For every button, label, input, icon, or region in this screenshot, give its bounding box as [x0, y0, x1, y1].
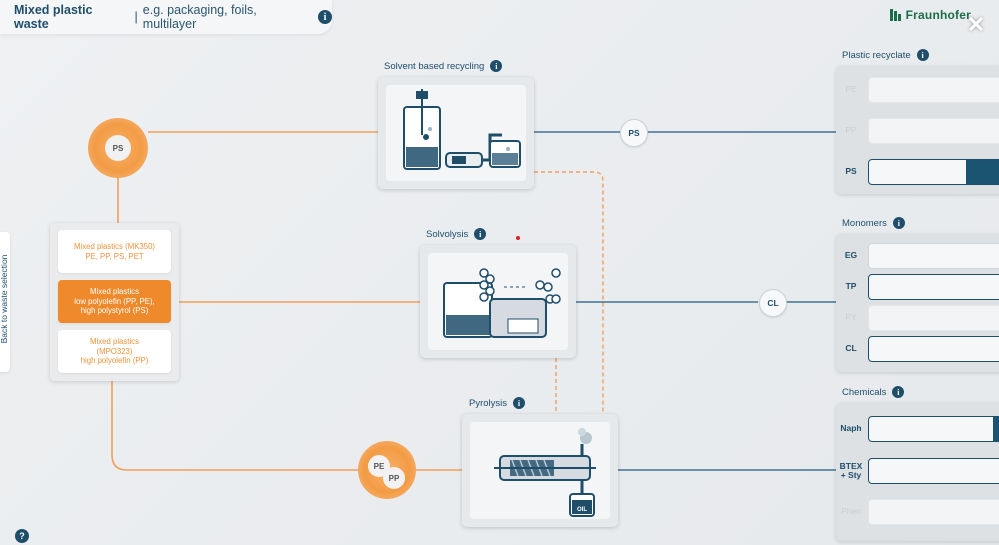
solvent-info-icon[interactable]: i [490, 60, 503, 72]
solvent-recycling-title: Solvent based recycling [384, 60, 485, 72]
chemicals-label: Chemicals i [842, 386, 905, 398]
row-label: Phen [841, 506, 861, 517]
ps-bubble-label: PS [105, 135, 131, 161]
page-subtitle: e.g. packaging, foils, multilayer [142, 3, 257, 31]
monomers-row-cl: CL [836, 333, 999, 365]
waste-selection-panel: Mixed plastics (MK350) PE, PP, PS, PET M… [50, 223, 179, 381]
row-label: PS [845, 166, 857, 177]
pyrolysis-illustration: OIL [470, 422, 610, 519]
plastic-recyclate-info-icon[interactable]: i [916, 49, 929, 61]
cl-output-node: CL [759, 289, 787, 317]
monomers-title: Monomers [842, 217, 887, 229]
plastic-recyclate-label: Plastic recyclate i [842, 49, 929, 61]
row-label: PP [845, 125, 857, 136]
waste-option-mk350[interactable]: Mixed plastics (MK350) PE, PP, PS, PET [58, 230, 171, 273]
output-bar [868, 274, 999, 300]
flow-line-panel-to-pepp [111, 381, 358, 471]
chemicals-panel: Naph BTEX + Sty Phen [836, 403, 999, 541]
solvolysis-title: Solvolysis [426, 228, 469, 240]
monomers-info-icon[interactable]: i [892, 217, 905, 229]
title-bar: Mixed plastic waste | e.g. packaging, fo… [0, 0, 332, 34]
row-label: Naph [840, 423, 862, 434]
monomers-label: Monomers i [842, 217, 905, 229]
chemicals-title: Chemicals [842, 386, 887, 398]
row-label: PE [845, 84, 857, 95]
recyclate-row-ps: PS [836, 156, 999, 188]
pyrolysis-reactor-icon: OIL [494, 428, 596, 517]
row-label: EG [844, 250, 858, 261]
row-label: CL [845, 343, 857, 354]
oil-label: OIL [577, 507, 587, 513]
back-to-waste-selection-tab[interactable]: Back to waste selection [0, 232, 10, 372]
solvent-recycling-illustration [386, 85, 526, 181]
chemicals-row-naph: Naph [836, 413, 999, 445]
fraunhofer-logo: Fraunhofer [889, 8, 971, 22]
pyrolysis-info-icon[interactable]: i [513, 397, 526, 409]
recyclate-row-pp: PP [836, 115, 999, 147]
monomers-panel: EG TP PY CL [836, 234, 999, 372]
pyrolysis-title: Pyrolysis [469, 397, 508, 409]
page-title: Mixed plastic waste [14, 3, 93, 31]
chemicals-row-phen: Phen [836, 496, 999, 528]
plastic-recyclate-panel: PE PP PS [836, 66, 999, 194]
solvolysis-apparatus-icon [443, 268, 561, 338]
solvent-apparatus-icon [403, 89, 521, 170]
recyclate-row-pe: PE [836, 74, 999, 106]
title-separator: | [134, 10, 138, 24]
chemicals-info-icon[interactable]: i [892, 386, 905, 398]
output-bar [868, 499, 999, 525]
pe-pp-fraction-bubble: PE PP [358, 441, 416, 499]
solvolysis-box[interactable] [420, 245, 576, 358]
output-bar [868, 159, 999, 185]
solvolysis-illustration [428, 253, 568, 350]
solvolysis-label: Solvolysis i [426, 228, 487, 240]
waste-option-mpo323[interactable]: Mixed plastics (MPO323) high polyolefin … [58, 330, 171, 373]
monomers-row-py: PY [836, 302, 999, 334]
solvolysis-info-icon[interactable]: i [474, 228, 487, 240]
help-button[interactable]: ? [15, 529, 29, 543]
fraunhofer-logo-mark-icon [889, 9, 901, 21]
pp-bubble-label: PP [383, 467, 405, 489]
solvent-recycling-box[interactable] [378, 77, 534, 189]
bar-fill [993, 417, 999, 441]
output-bar [868, 77, 999, 103]
output-bar [868, 416, 999, 442]
ps-fraction-bubble: PS [88, 118, 148, 178]
row-label: TP [845, 281, 857, 292]
waste-option-low-polyolefin[interactable]: Mixed plastics low polyolefin (PP, PE), … [58, 280, 171, 323]
logo-text: Fraunhofer [905, 8, 971, 22]
chemicals-row-btex: BTEX + Sty [836, 455, 999, 487]
output-bar [868, 336, 999, 362]
row-label: BTEX + Sty [839, 460, 863, 480]
monomers-row-tp: TP [836, 271, 999, 303]
output-bar [868, 118, 999, 144]
status-dot [516, 236, 520, 240]
pyrolysis-label: Pyrolysis i [469, 397, 526, 409]
output-bar [868, 243, 999, 269]
pyrolysis-box[interactable]: OIL [462, 414, 618, 527]
close-button[interactable]: ✕ [966, 12, 986, 37]
plastic-recyclate-title: Plastic recyclate [842, 49, 911, 61]
row-label: PY [845, 312, 857, 323]
title-info-icon[interactable]: i [318, 10, 332, 24]
ps-output-node: PS [620, 119, 648, 147]
bar-fill [965, 160, 999, 184]
output-bar [868, 458, 999, 484]
output-bar [868, 305, 999, 331]
monomers-row-eg: EG [836, 240, 999, 272]
solvent-recycling-label: Solvent based recycling i [384, 60, 503, 72]
